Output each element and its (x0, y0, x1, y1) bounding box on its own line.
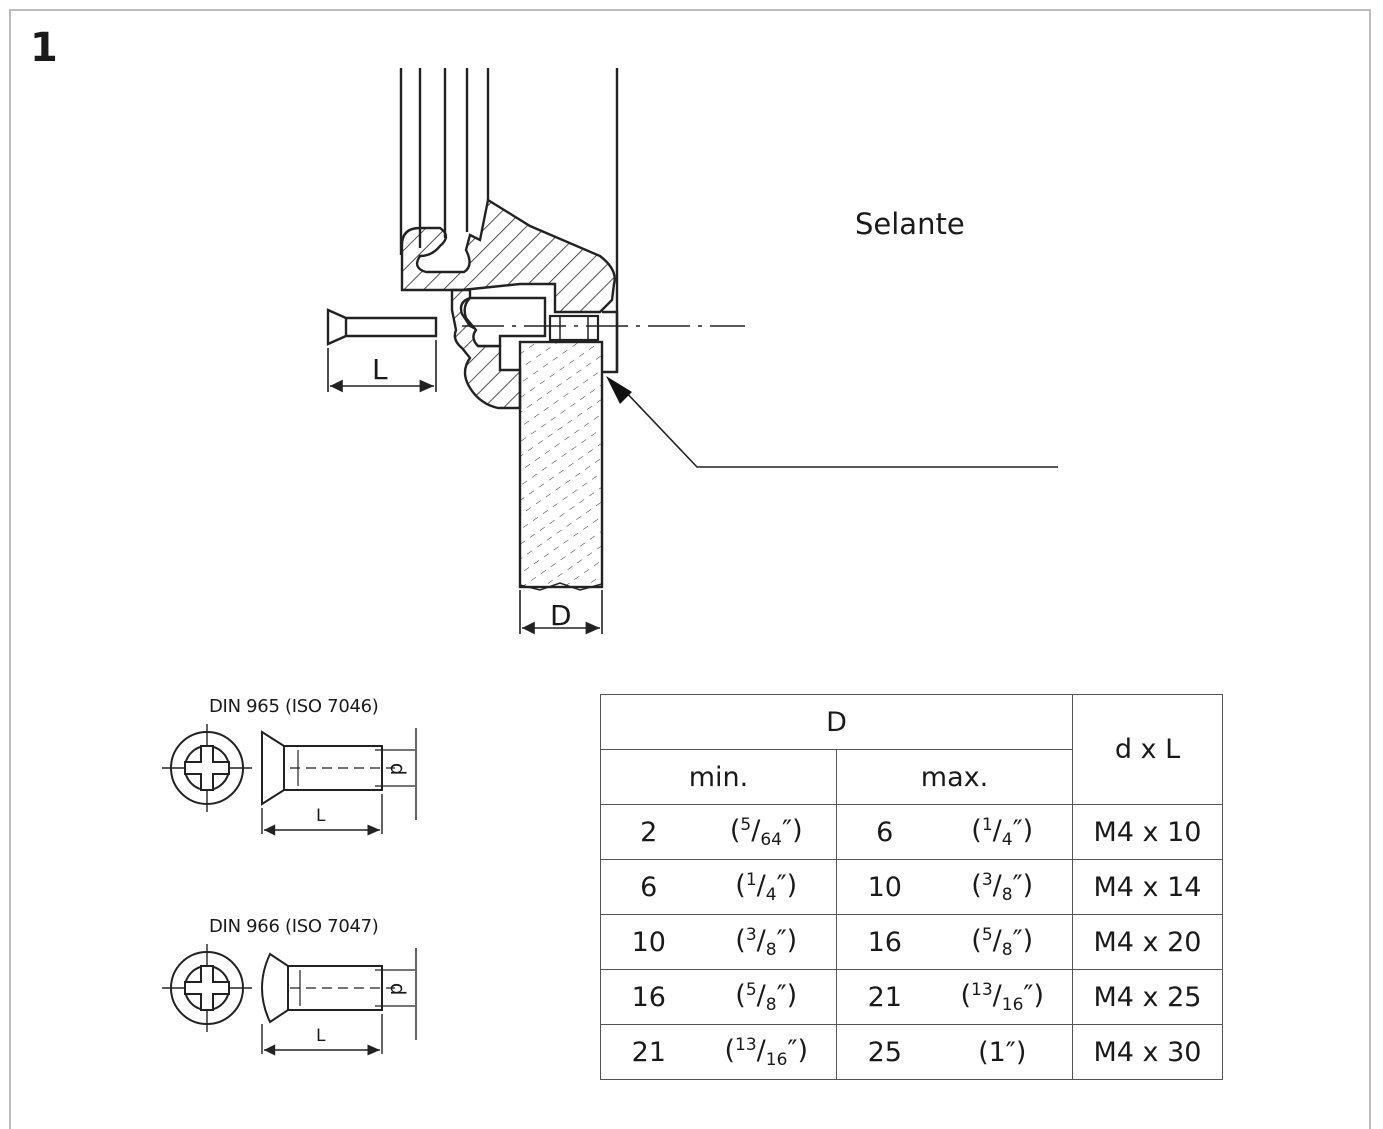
min-mm-cell: 10 (600, 914, 697, 970)
header-min: min. (600, 749, 837, 805)
min-mm-cell: 2 (600, 804, 697, 860)
screw2-diameter-label: d (386, 982, 411, 996)
max-mm-cell: 25 (836, 1024, 933, 1080)
min-inch-cell: (1/4″) (696, 859, 837, 915)
insert-screw (548, 314, 600, 342)
sealant-label: Selante (855, 207, 965, 241)
table-row: 16(5/8″)21(13/16″)M4 x 25 (600, 969, 1223, 1025)
screw-size-table-wrap: D d x L min. max. 2(5/64″)6(1/4″)M4 x 10… (600, 694, 1223, 1080)
step-number: 1 (30, 25, 58, 71)
max-inch-cell: (1″) (932, 1024, 1073, 1080)
loose-screw (326, 308, 438, 346)
min-inch-cell: (5/8″) (696, 969, 837, 1025)
screw-length-label: L (372, 353, 388, 386)
dxl-cell: M4 x 20 (1072, 914, 1223, 970)
min-mm-cell: 21 (600, 1024, 697, 1080)
panel-section (518, 340, 604, 589)
figure-frame (9, 9, 1371, 1129)
min-mm-cell: 16 (600, 969, 697, 1025)
screw-din966-drawing (162, 944, 417, 1056)
sealant-leader (621, 387, 1058, 468)
panel-thickness-label: D (550, 599, 572, 632)
screw-standard-din966: DIN 966 (ISO 7047) (209, 916, 379, 937)
dxl-cell: M4 x 25 (1072, 969, 1223, 1025)
min-inch-cell: (13/16″) (696, 1024, 837, 1080)
max-inch-cell: (13/16″) (932, 969, 1073, 1025)
screw2-length-label: L (316, 1026, 326, 1046)
dxl-cell: M4 x 14 (1072, 859, 1223, 915)
min-inch-cell: (5/64″) (696, 804, 837, 860)
table-row: 10(3/8″)16(5/8″)M4 x 20 (600, 914, 1223, 970)
bead-profile (450, 288, 522, 410)
max-inch-cell: (5/8″) (932, 914, 1073, 970)
gasket-section (400, 198, 616, 314)
screw-standard-din965: DIN 965 (ISO 7046) (209, 696, 379, 717)
dimension-d (519, 590, 603, 635)
max-mm-cell: 10 (836, 859, 933, 915)
dxl-cell: M4 x 10 (1072, 804, 1223, 860)
max-mm-cell: 21 (836, 969, 933, 1025)
max-mm-cell: 6 (836, 804, 933, 860)
min-inch-cell: (3/8″) (696, 914, 837, 970)
header-d: D (600, 694, 1073, 750)
table-row: 2(5/64″)6(1/4″)M4 x 10 (600, 804, 1223, 860)
screw1-length-label: L (316, 806, 326, 826)
screw-din965-drawing (162, 724, 417, 836)
screw1-diameter-label: d (386, 762, 411, 776)
max-inch-cell: (1/4″) (932, 804, 1073, 860)
max-mm-cell: 16 (836, 914, 933, 970)
dimension-l (327, 340, 437, 393)
table-row: 6(1/4″)10(3/8″)M4 x 14 (600, 859, 1223, 915)
header-max: max. (836, 749, 1073, 805)
dxl-cell: M4 x 30 (1072, 1024, 1223, 1080)
min-mm-cell: 6 (600, 859, 697, 915)
table-row: 21(13/16″)25(1″)M4 x 30 (600, 1024, 1223, 1080)
screw-size-table: D d x L min. max. 2(5/64″)6(1/4″)M4 x 10… (600, 694, 1223, 1080)
max-inch-cell: (3/8″) (932, 859, 1073, 915)
table-header-row-1: D d x L (600, 694, 1223, 805)
header-dxl: d x L (1072, 694, 1223, 805)
